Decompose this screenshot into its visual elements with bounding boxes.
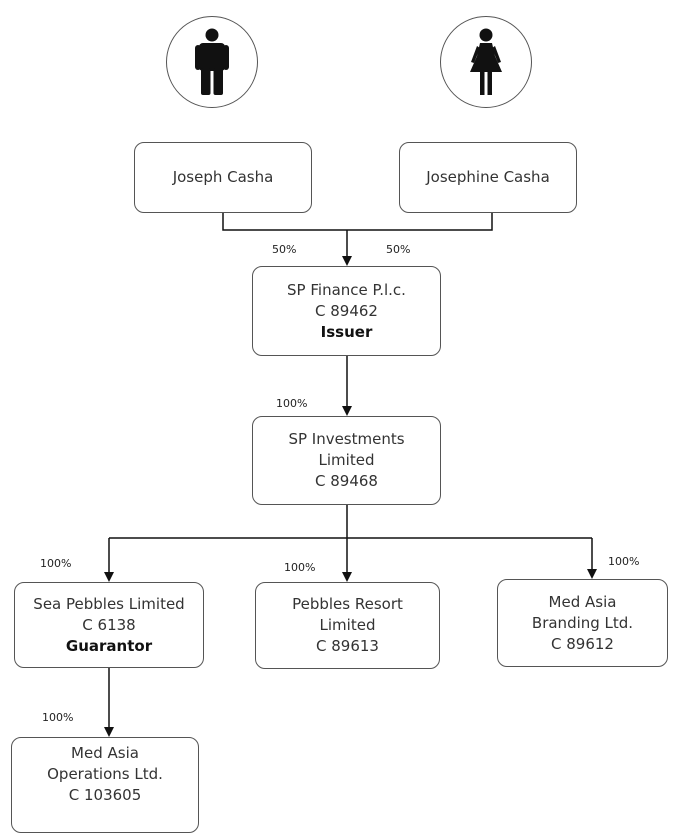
sp-investments-name-2: Limited [318, 451, 375, 469]
med-asia-operations-box: Med Asia Operations Ltd. C 103605 [11, 737, 199, 833]
josephine-avatar [440, 16, 532, 108]
med-asia-operations-reg: C 103605 [68, 786, 142, 804]
to-med-asia-branding-label: 100% [608, 555, 640, 568]
to-pebbles-resort-label: 100% [284, 561, 316, 574]
med-asia-operations-name-2: Operations Ltd. [47, 765, 163, 783]
sea-pebbles-reg: C 6138 [82, 615, 136, 634]
sea-pebbles-role: Guarantor [65, 636, 153, 655]
sp-finance-name: SP Finance P.l.c. [287, 280, 406, 299]
finance-to-investments-label: 100% [276, 397, 308, 410]
sea-pebbles-box: Sea Pebbles Limited C 6138 Guarantor [14, 582, 204, 668]
josephine-casha-name: Josephine Casha [426, 168, 550, 186]
sea-pebbles-name: Sea Pebbles Limited [33, 594, 185, 613]
male-person-icon [195, 28, 229, 95]
joseph-connector [222, 212, 347, 231]
sp-investments-box: SP Investments Limited C 89468 [252, 416, 441, 505]
josephine-connector [347, 212, 493, 231]
josephine-share-label: 50% [386, 243, 411, 256]
sp-finance-reg: C 89462 [315, 301, 378, 320]
med-asia-branding-name-2: Branding Ltd. [531, 613, 634, 632]
med-asia-operations-name-1: Med Asia [71, 744, 139, 762]
josephine-casha-box: Josephine Casha [399, 142, 577, 213]
sp-finance-box: SP Finance P.l.c. C 89462 Issuer [252, 266, 441, 356]
female-person-icon [470, 28, 502, 95]
joseph-share-label: 50% [272, 243, 297, 256]
to-sea-pebbles-label: 100% [40, 557, 72, 570]
sp-finance-role: Issuer [320, 322, 373, 341]
pebbles-resort-reg: C 89613 [316, 637, 379, 655]
joseph-casha-name: Joseph Casha [172, 168, 274, 186]
pebbles-resort-box: Pebbles Resort Limited C 89613 [255, 582, 440, 669]
sp-investments-name-1: SP Investments [288, 430, 405, 448]
joseph-avatar [166, 16, 258, 108]
sp-investments-reg: C 89468 [315, 472, 378, 490]
med-asia-branding-reg: C 89612 [551, 634, 614, 653]
pebbles-resort-name-1: Pebbles Resort [292, 595, 403, 613]
pebbles-resort-name-2: Limited [319, 616, 376, 634]
med-asia-branding-name-1: Med Asia [548, 592, 617, 611]
to-med-asia-operations-label: 100% [42, 711, 74, 724]
med-asia-branding-box: Med Asia Branding Ltd. C 89612 [497, 579, 668, 667]
joseph-casha-box: Joseph Casha [134, 142, 312, 213]
